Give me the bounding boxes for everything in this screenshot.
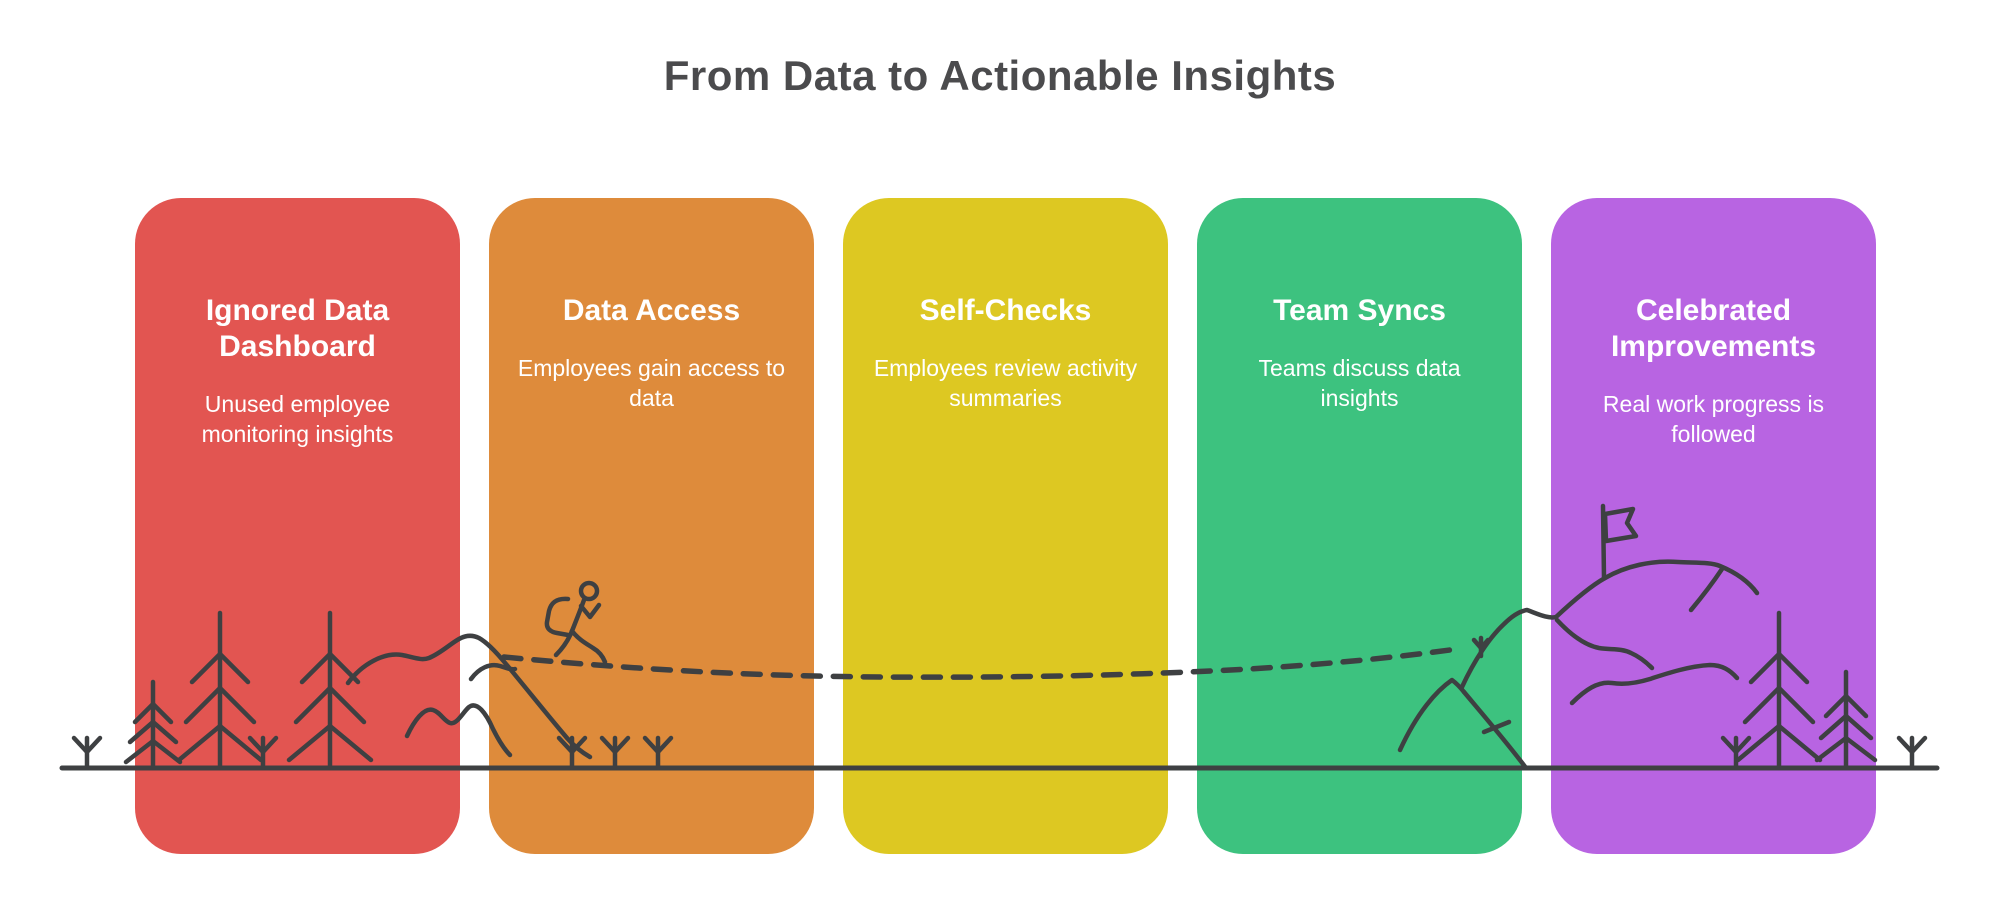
card-description: Employees review activity summaries (873, 355, 1138, 412)
stage-card-ignored-data: Ignored Data Dashboard Unused employee m… (135, 198, 460, 854)
card-description: Employees gain access to data (517, 355, 786, 412)
card-title: Data Access (562, 294, 741, 327)
stage-card-team-syncs: Team Syncs Teams discuss data insights (1197, 198, 1522, 854)
card-title: Team Syncs (1273, 294, 1446, 327)
card-title: Celebrated Improvements (1610, 294, 1817, 363)
page-title: From Data to Actionable Insights (663, 52, 1337, 99)
stage-card-self-checks: Self-Checks Employees review activity su… (843, 198, 1168, 854)
sprout-icon (1899, 738, 1925, 768)
card-description: Unused employee monitoring insights (201, 391, 394, 448)
stage-card-data-access: Data Access Employees gain access to dat… (489, 198, 814, 854)
card-description: Real work progress is followed (1602, 391, 1825, 448)
stage-card-celebrated-improvements: Celebrated Improvements Real work progre… (1551, 198, 1876, 854)
card-title: Ignored Data Dashboard (205, 294, 390, 363)
card-description: Teams discuss data insights (1258, 355, 1461, 412)
sprout-icon (74, 738, 100, 768)
card-title: Self-Checks (919, 294, 1092, 327)
